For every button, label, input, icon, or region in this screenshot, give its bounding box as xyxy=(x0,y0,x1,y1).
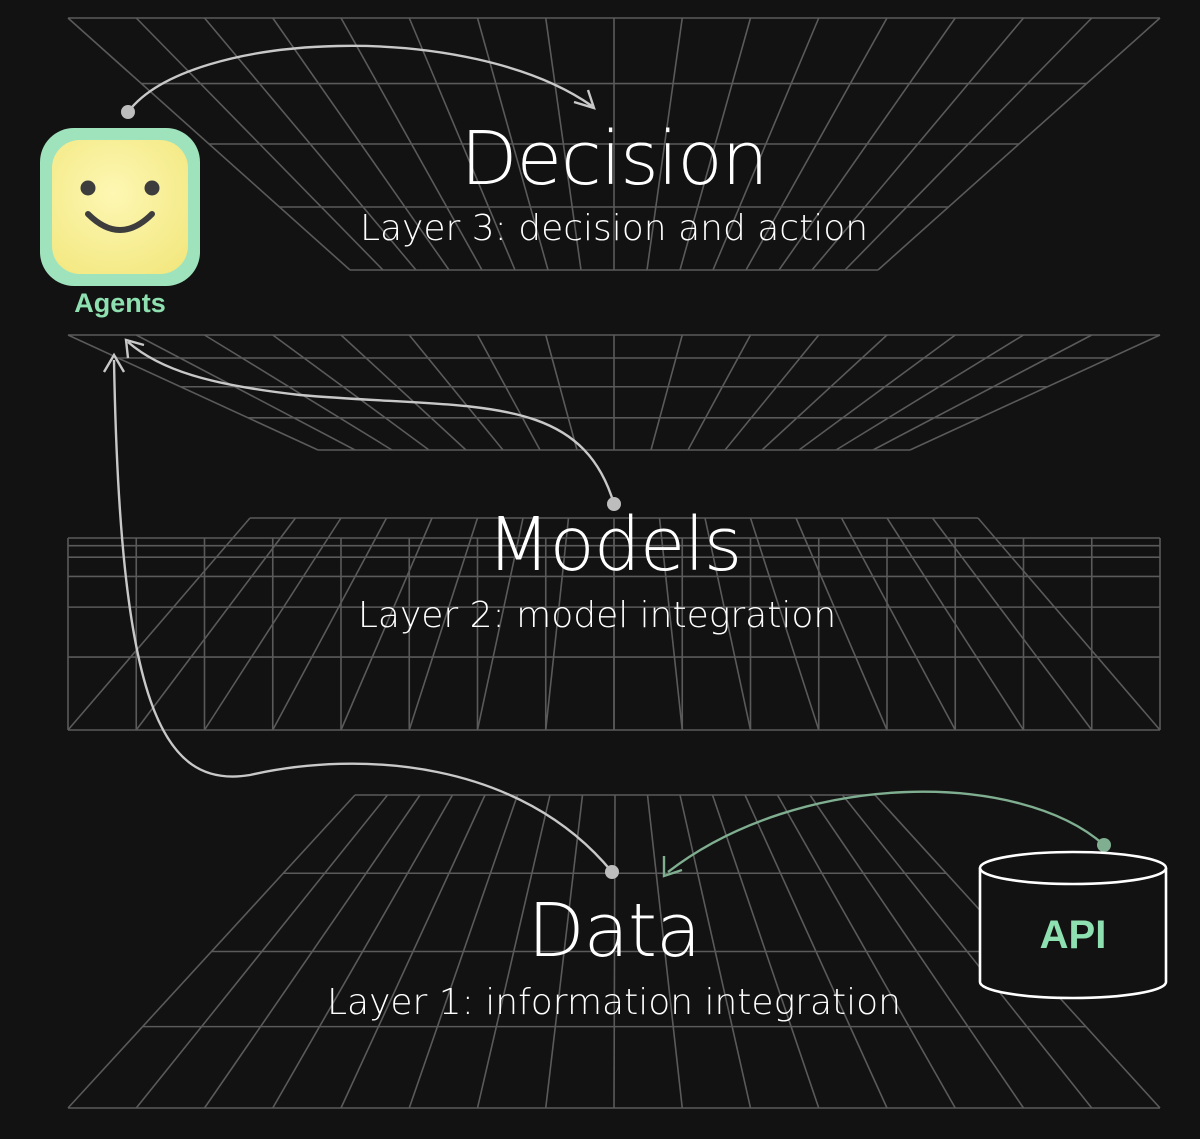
grid-line xyxy=(704,517,752,731)
data-to-agents-connector xyxy=(112,359,613,873)
grid-line xyxy=(476,517,524,731)
decision-title: Decision xyxy=(460,116,767,202)
grid-line xyxy=(795,517,888,731)
data-origin-dot xyxy=(605,865,619,879)
agents-origin-dot xyxy=(121,105,135,119)
smiley-right-eye-icon xyxy=(144,180,160,196)
agents-label: Agents xyxy=(74,288,166,318)
api-label: API xyxy=(1040,913,1107,957)
database-cylinder-top-icon xyxy=(978,850,1168,886)
grid-line xyxy=(835,334,1024,451)
connectors xyxy=(102,44,1111,879)
arrowhead-agents-upper-icon xyxy=(124,338,145,359)
grid-line xyxy=(687,334,752,451)
grid-line xyxy=(408,517,479,731)
grid-line xyxy=(135,517,297,731)
grid-line xyxy=(272,517,388,731)
grid-line xyxy=(798,334,956,451)
grid-line xyxy=(408,334,504,451)
grid-line xyxy=(340,517,433,731)
grid-line xyxy=(749,517,820,731)
database-cylinder-icon xyxy=(978,868,1168,1000)
decision-subtitle: Layer 3: decision and action xyxy=(360,208,868,249)
grid-line xyxy=(204,334,393,451)
data-grid-plane xyxy=(67,794,1161,1109)
grid-line xyxy=(67,334,319,451)
agents-node[interactable]: Agents xyxy=(40,128,200,318)
models-title: Models xyxy=(487,502,742,588)
grid-line xyxy=(67,517,251,731)
grid-line xyxy=(761,334,888,451)
grid-line xyxy=(650,334,684,451)
grid-line xyxy=(340,334,467,451)
api-origin-dot xyxy=(1097,838,1111,852)
smiley-mouth-icon xyxy=(85,211,155,233)
data-subtitle: Layer 1: information integration xyxy=(327,982,901,1023)
grid-line xyxy=(977,517,1161,731)
api-node[interactable]: API xyxy=(978,850,1168,1000)
grid-line xyxy=(886,517,1025,731)
grid-line xyxy=(272,334,430,451)
grid-line xyxy=(544,334,578,451)
grid-line xyxy=(872,334,1093,451)
models-lower-grid-plane xyxy=(67,517,1161,731)
grid-line xyxy=(909,334,1161,451)
smiley-left-eye-icon xyxy=(80,180,96,196)
grid-line xyxy=(658,517,684,731)
models-subtitle: Layer 2: model integration xyxy=(358,595,836,636)
models-origin-dot xyxy=(607,497,621,511)
arrowhead-decision-icon xyxy=(573,89,596,110)
models-upper-grid-plane xyxy=(67,334,1161,451)
agents-to-decision-connector xyxy=(127,44,593,113)
models-to-agents-connector xyxy=(127,341,616,505)
grid-line xyxy=(931,517,1093,731)
data-title: Data xyxy=(528,888,701,974)
grid-line xyxy=(840,517,956,731)
grid-line xyxy=(724,334,820,451)
grid-line xyxy=(476,334,541,451)
decision-grid-plane xyxy=(67,17,1161,271)
arrowhead-agents-lower-icon xyxy=(102,352,126,373)
grid-line xyxy=(135,334,356,451)
smiley-face-icon xyxy=(52,140,188,274)
api-to-data-connector xyxy=(667,790,1105,873)
grid-line xyxy=(203,517,342,731)
grid-line xyxy=(544,517,570,731)
arrowhead-data-icon xyxy=(662,856,683,878)
